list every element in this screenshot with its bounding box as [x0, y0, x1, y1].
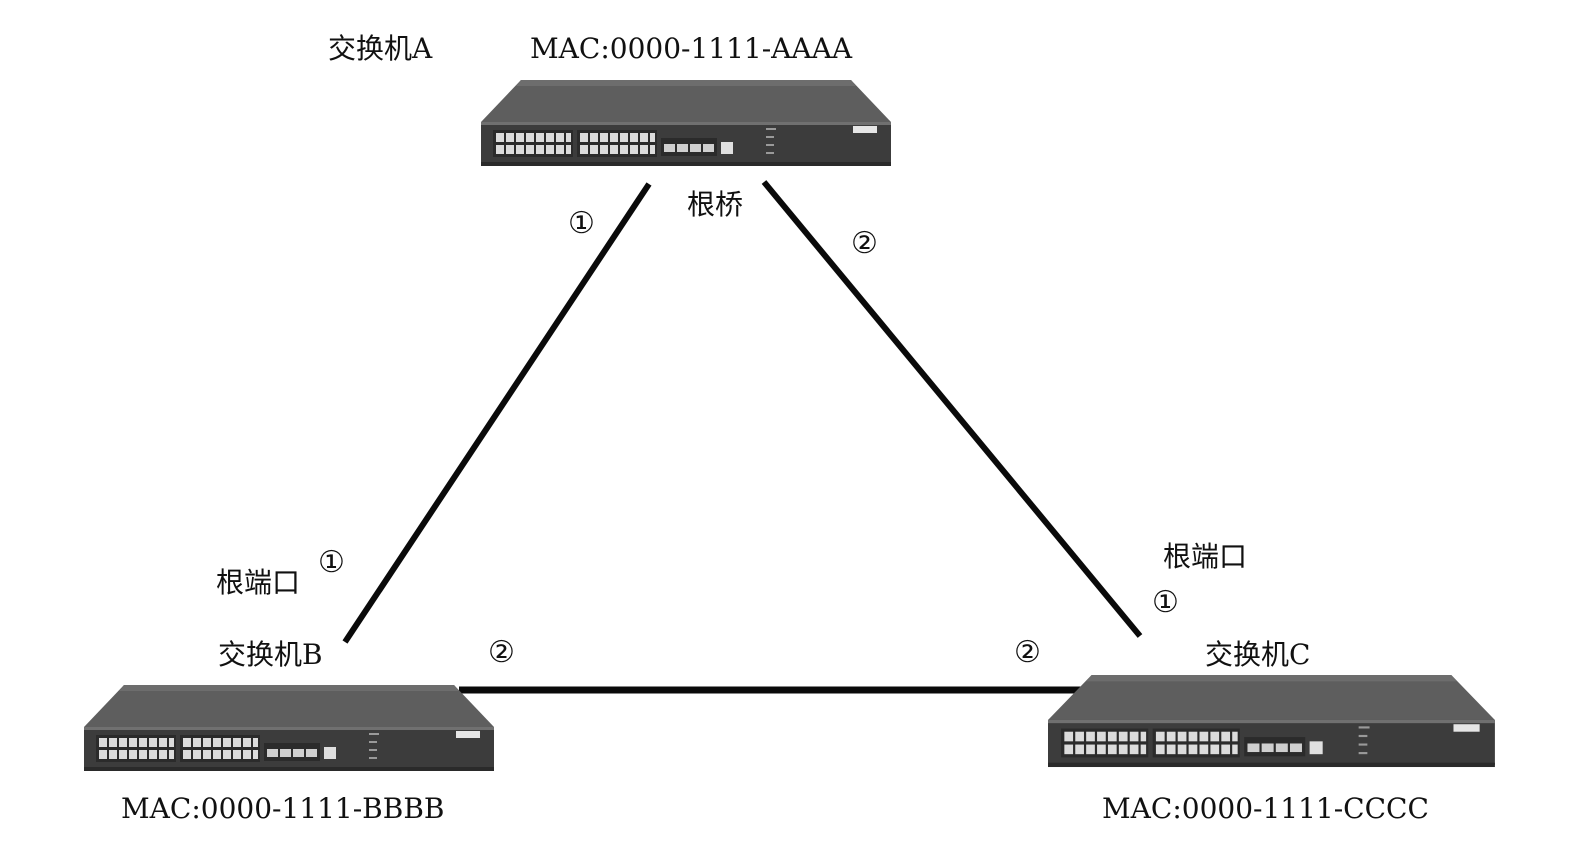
switch-c	[1048, 675, 1495, 768]
port-b-1: ①	[318, 545, 345, 580]
switch-c-mac: MAC:0000-1111-CCCC	[1102, 792, 1429, 825]
root-bridge-label: 根桥	[687, 188, 743, 221]
switch-a	[481, 80, 891, 166]
switch-c-root-port-label: 根端口	[1163, 540, 1247, 573]
port-b-2: ②	[488, 635, 515, 670]
switch-b-mac: MAC:0000-1111-BBBB	[121, 792, 445, 825]
links	[342, 180, 1143, 694]
link-a-c	[761, 180, 1143, 638]
port-a-2: ②	[851, 226, 878, 261]
switch-a-name: 交换机A	[328, 32, 433, 65]
switch-c-name: 交换机C	[1205, 638, 1310, 671]
port-c-1: ①	[1152, 585, 1179, 620]
switch-b-root-port-label: 根端口	[216, 566, 300, 599]
switch-a-mac: MAC:0000-1111-AAAA	[530, 32, 853, 65]
link-a-b	[342, 182, 652, 644]
switch-b	[84, 685, 494, 771]
switch-b-name: 交换机B	[218, 638, 323, 671]
port-c-2: ②	[1014, 635, 1041, 670]
port-a-1: ①	[568, 206, 595, 241]
